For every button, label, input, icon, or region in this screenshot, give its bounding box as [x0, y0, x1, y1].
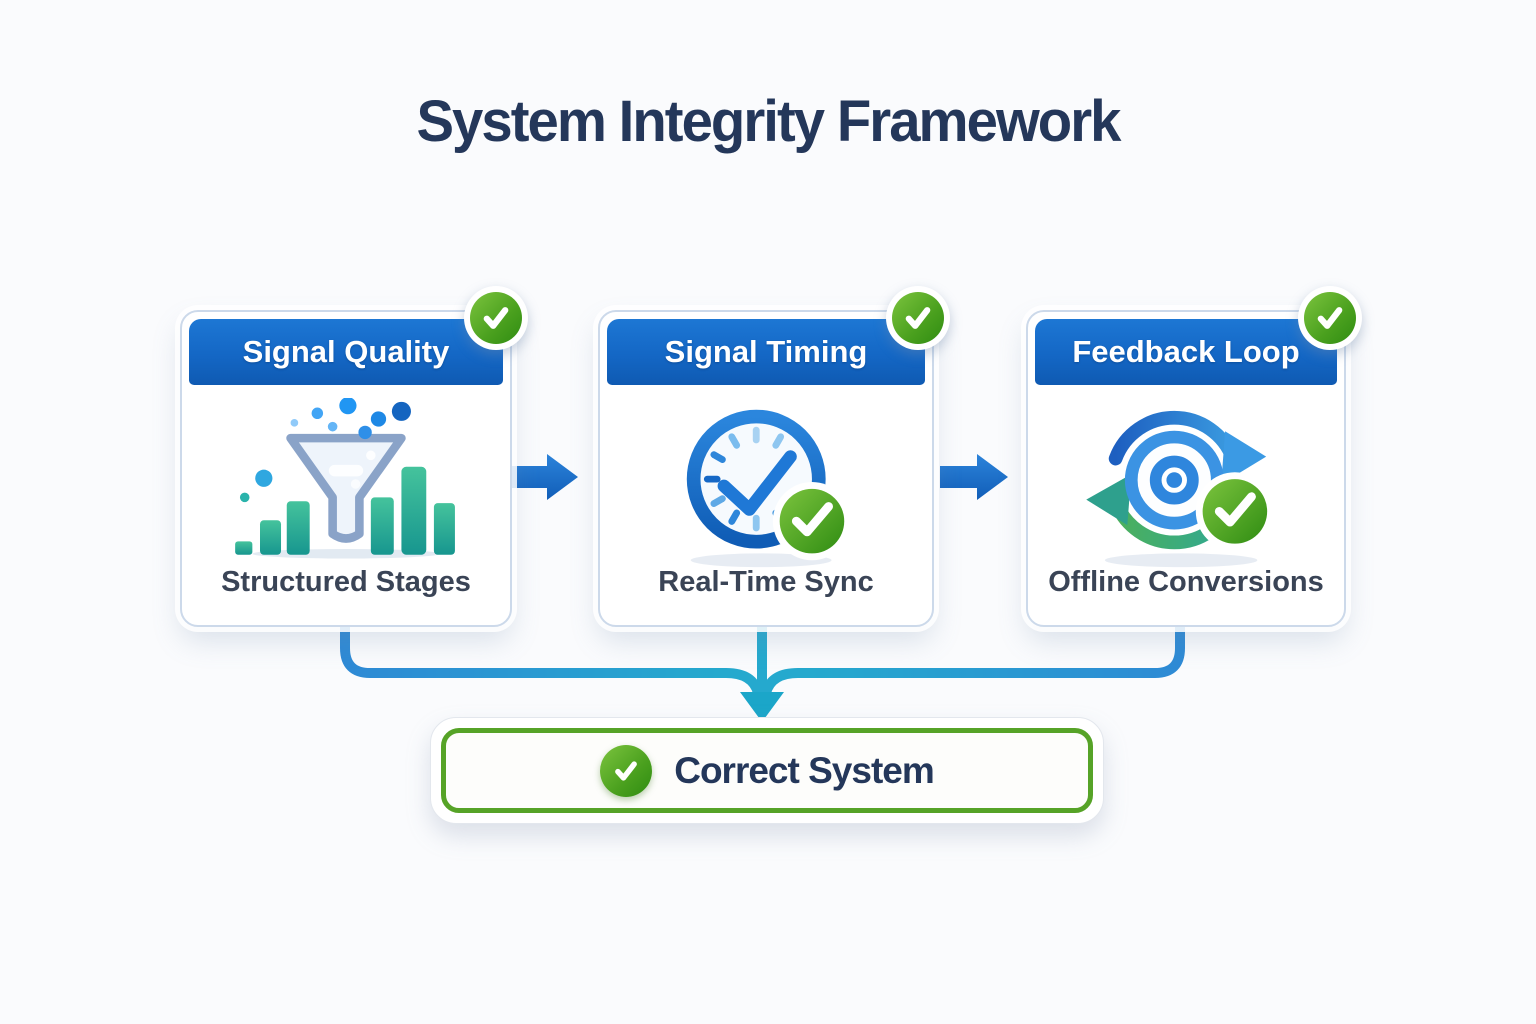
- check-badge-circle: [892, 292, 944, 344]
- card-header: Feedback Loop: [1035, 319, 1337, 385]
- merge-connector: [340, 615, 1185, 703]
- result-label: Correct System: [674, 749, 935, 791]
- card-caption: Structured Stages: [221, 566, 471, 598]
- check-badge-circle: [1304, 292, 1356, 344]
- right-arrow-icon-2: [940, 454, 1008, 500]
- card-signal-quality: Signal Quality: [180, 286, 528, 627]
- card-caption: Real-Time Sync: [658, 566, 874, 598]
- check-icon: [905, 307, 931, 329]
- sync-target-graphic: [1086, 410, 1274, 568]
- data-dots: [239, 398, 411, 503]
- check-icon: [615, 760, 638, 781]
- clock-check-graphic: [686, 409, 852, 568]
- card-header: Signal Quality: [189, 319, 503, 385]
- funnel-chart-graphic: [235, 398, 455, 559]
- bar-chart-bars: [235, 466, 455, 555]
- connector-left: [340, 615, 763, 698]
- card-header-label: Signal Timing: [664, 334, 868, 369]
- result-inner-border: Correct System: [441, 728, 1093, 813]
- card-header-label: Feedback Loop: [1072, 334, 1300, 369]
- card-signal-timing: Signal Timing: [598, 286, 950, 627]
- funnel-shape: [286, 433, 406, 543]
- check-badge-icon: [1298, 286, 1362, 350]
- card-header: Signal Timing: [607, 319, 925, 385]
- right-arrow-icon-1: [510, 454, 578, 500]
- check-badge-icon: [464, 286, 528, 350]
- clock-check-hand: [717, 450, 797, 516]
- check-icon: [1317, 307, 1343, 329]
- result-box: Correct System: [430, 717, 1104, 824]
- check-badge-icon: [1195, 472, 1274, 551]
- connector-right: [761, 615, 1185, 698]
- check-badge-icon: [772, 482, 852, 561]
- sync-target-check-icon: [1028, 396, 1344, 572]
- funnel-chart-icon: [182, 396, 510, 572]
- check-circle-icon: [600, 744, 653, 797]
- clock-check-icon: [600, 396, 932, 572]
- check-badge-circle: [470, 292, 522, 344]
- card-caption: Offline Conversions: [1048, 566, 1324, 598]
- page-title: System Integrity Framework: [416, 89, 1121, 154]
- check-badge-icon: [886, 286, 950, 350]
- card-feedback-loop: Feedback Loop: [1026, 286, 1362, 627]
- check-icon: [483, 307, 509, 329]
- card-header-label: Signal Quality: [242, 334, 450, 369]
